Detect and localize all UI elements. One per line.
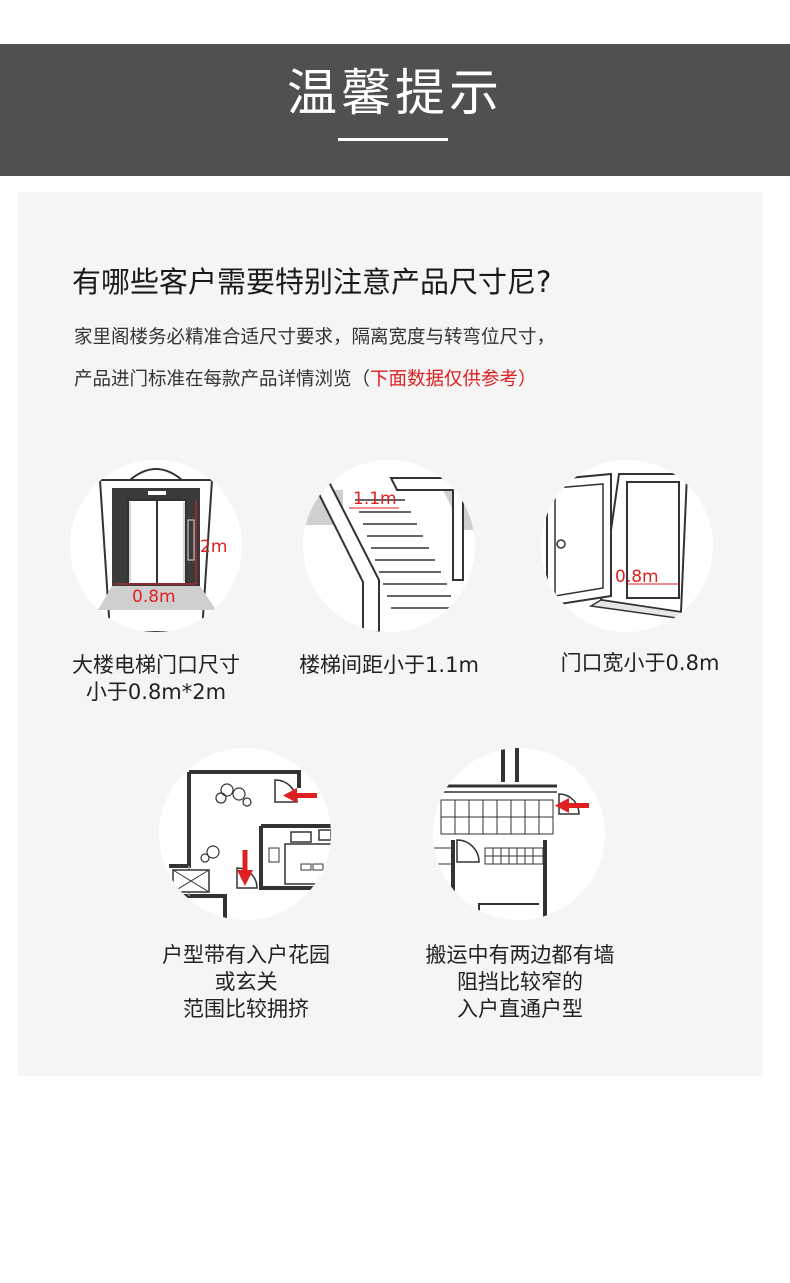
page-title: 温馨提示 — [287, 64, 503, 122]
door-illustration: 0.8m — [541, 460, 713, 632]
elevator-icon: 2m 0.8m — [98, 468, 227, 632]
staircase-icon: 1.1m — [303, 477, 475, 632]
caption-line: 小于0.8m*2m — [85, 680, 227, 704]
caption-line: 阻挡比较窄的 — [457, 970, 583, 994]
elevator-illustration: 2m 0.8m — [70, 460, 242, 632]
notice-line-2: 产品进门标准在每款产品详情浏览（下面数据仅供参考） — [74, 366, 537, 394]
door-caption: 门口宽小于0.8m — [532, 650, 748, 677]
door-icon: 0.8m — [546, 472, 694, 622]
notice-panel — [18, 192, 763, 1076]
caption-line: 楼梯间距小于1.1m — [299, 653, 479, 677]
door-width-label: 0.8m — [615, 567, 659, 587]
corridor-floorplan-illustration — [433, 748, 605, 920]
notice-highlight: 下面数据仅供参考） — [370, 369, 537, 390]
caption-line: 入户直通户型 — [457, 997, 583, 1021]
notice-heading: 有哪些客户需要特别注意产品尺寸尼? — [72, 265, 552, 299]
staircase-illustration: 1.1m — [303, 460, 475, 632]
caption-line: 或玄关 — [214, 970, 278, 994]
elevator-height-label: 2m — [200, 537, 227, 557]
notice-line-2-text: 产品进门标准在每款产品详情浏览（ — [74, 369, 371, 390]
garden-floorplan-icon — [169, 770, 331, 920]
caption-line: 搬运中有两边都有墙 — [425, 943, 615, 967]
caption-line: 大楼电梯门口尺寸 — [72, 653, 240, 677]
staircase-width-label: 1.1m — [353, 489, 397, 509]
garden-floorplan-caption: 户型带有入户花园 或玄关 范围比较拥挤 — [142, 942, 350, 1023]
garden-floorplan-illustration — [159, 748, 331, 920]
caption-line: 范围比较拥挤 — [183, 997, 309, 1021]
caption-line: 户型带有入户花园 — [162, 943, 330, 967]
corridor-floorplan-caption: 搬运中有两边都有墙 阻挡比较窄的 入户直通户型 — [405, 942, 635, 1023]
entry-arrow-icon — [283, 788, 317, 803]
entry-arrow-icon — [555, 798, 589, 813]
header-banner — [0, 44, 790, 176]
notice-line-1: 家里阁楼务必精准合适尺寸要求，隔离宽度与转弯位尺寸， — [74, 327, 556, 348]
elevator-caption: 大楼电梯门口尺寸 小于0.8m*2m — [55, 652, 257, 706]
title-underline — [338, 138, 448, 141]
staircase-caption: 楼梯间距小于1.1m — [285, 652, 493, 679]
narrow-corridor-floorplan-icon — [433, 748, 589, 920]
elevator-width-label: 0.8m — [132, 587, 176, 607]
entry-arrow-icon — [237, 850, 253, 886]
caption-line: 门口宽小于0.8m — [560, 651, 720, 675]
